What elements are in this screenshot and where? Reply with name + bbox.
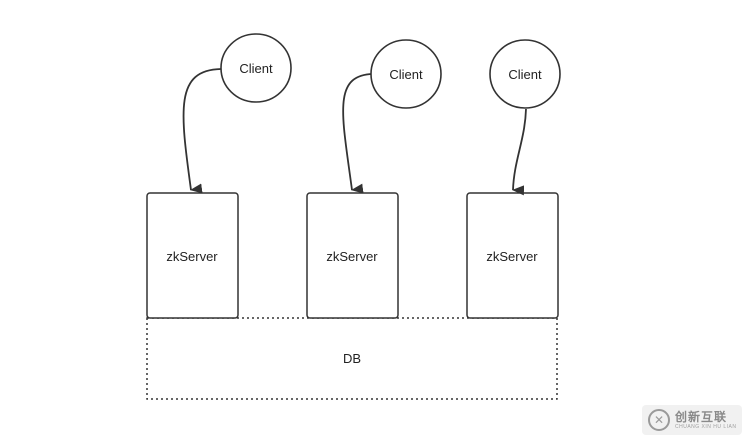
watermark-text: 创新互联 <box>675 409 728 424</box>
watermark-subtext: CHUANG XIN HU LIAN <box>675 423 737 430</box>
client-node-3 <box>489 39 561 109</box>
arrow-client-1-to-server-1 <box>182 68 222 194</box>
zkserver-label-3: zkServer <box>486 249 538 264</box>
watermark: ✕ 创新互联 CHUANG XIN HU LIAN <box>642 405 742 435</box>
zkserver-label-2: zkServer <box>326 249 378 264</box>
watermark-text-block: 创新互联 CHUANG XIN HU LIAN <box>675 411 737 430</box>
client-label-3: Client <box>508 67 542 82</box>
watermark-logo-icon: ✕ <box>648 409 670 431</box>
arrow-client-2-to-server-2 <box>342 73 374 194</box>
db-label: DB <box>343 351 361 366</box>
client-node-2 <box>370 39 442 109</box>
client-label-1: Client <box>239 61 273 76</box>
zkserver-label-1: zkServer <box>166 249 218 264</box>
arrow-client-3-to-server-3 <box>512 108 527 196</box>
client-label-2: Client <box>389 67 423 82</box>
client-node-1 <box>220 33 292 103</box>
